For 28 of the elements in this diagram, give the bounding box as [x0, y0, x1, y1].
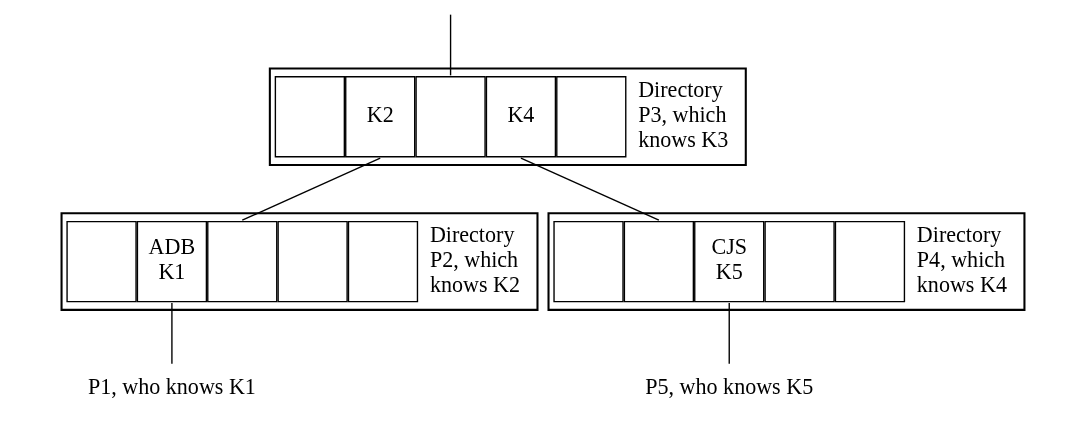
- node-label: Directory P2, which knows K2: [429, 222, 520, 297]
- node-box: [623, 220, 695, 303]
- connector: [171, 302, 173, 365]
- node-box: [347, 220, 419, 303]
- node-box: K4: [485, 76, 557, 158]
- node-box: [415, 76, 486, 158]
- node-box: [553, 220, 624, 303]
- node-label: Directory P3, which knows K3: [638, 77, 729, 152]
- node-box: [274, 76, 346, 158]
- node-box: [764, 220, 835, 303]
- cluster: [60, 212, 539, 311]
- node-text: P5, who knows K5: [645, 373, 814, 399]
- connector: [241, 157, 381, 221]
- connector: [520, 157, 660, 221]
- node-box: [834, 220, 906, 303]
- node-box: CJS K5: [694, 220, 765, 303]
- node-box: [556, 76, 627, 158]
- cluster: [547, 212, 1026, 311]
- node-label: Directory P4, which knows K4: [916, 222, 1007, 297]
- node-box: [277, 220, 348, 303]
- connector: [449, 13, 452, 77]
- connector: [728, 302, 730, 365]
- node-box: ADB K1: [136, 220, 208, 303]
- node-box: [66, 220, 137, 303]
- cluster: [268, 67, 747, 167]
- node-box: K2: [345, 76, 416, 158]
- node-text: P1, who knows K1: [87, 373, 256, 399]
- node-box: [207, 220, 278, 303]
